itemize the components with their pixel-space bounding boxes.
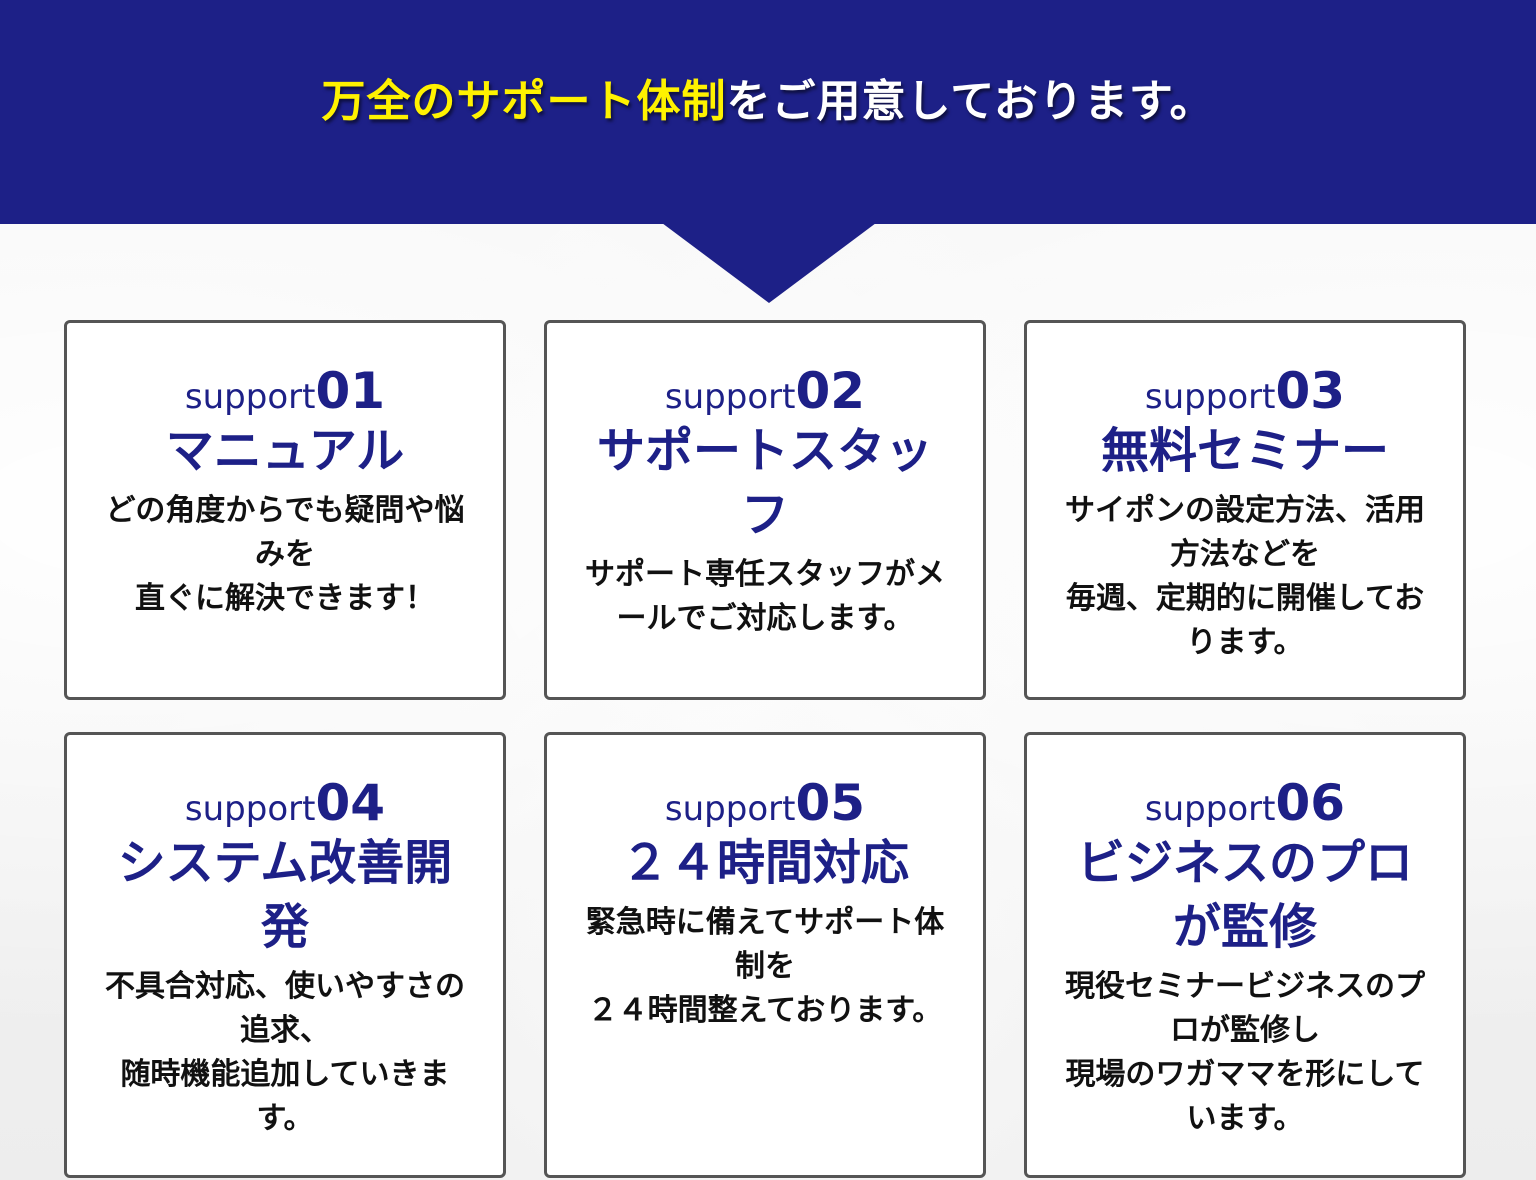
support-title: システム改善開発 bbox=[117, 835, 453, 955]
support-digits: 05 bbox=[795, 774, 866, 832]
headline-highlight: 万全のサポート体制 bbox=[321, 76, 727, 127]
support-digits: 02 bbox=[795, 362, 866, 420]
support-number: support02 bbox=[547, 363, 983, 419]
support-number: support03 bbox=[1027, 363, 1463, 419]
support-description: どの角度からでも疑問や悩みを直ぐに解決できます！ bbox=[105, 493, 465, 616]
page-headline: 万全のサポート体制をご用意しております。 bbox=[0, 72, 1536, 132]
support-title: サポートスタッフ bbox=[596, 423, 933, 543]
support-title: ビジネスのプロが監修 bbox=[1076, 835, 1413, 955]
support-card-02: support02 サポートスタッフ サポート専任スタッフがメールでご対応します… bbox=[544, 320, 986, 700]
support-digits: 06 bbox=[1275, 774, 1346, 832]
support-number: support04 bbox=[67, 775, 503, 831]
support-title: ２４時間対応 bbox=[620, 835, 909, 891]
support-digits: 01 bbox=[315, 362, 386, 420]
support-description: 不具合対応、使いやすさの追求、随時機能追加していきます。 bbox=[105, 969, 465, 1136]
support-prefix: support bbox=[184, 377, 316, 417]
support-prefix: support bbox=[664, 789, 796, 829]
support-title: マニュアル bbox=[165, 423, 405, 479]
header-down-arrow-icon bbox=[662, 223, 876, 303]
support-prefix: support bbox=[664, 377, 796, 417]
support-prefix: support bbox=[1144, 789, 1276, 829]
support-card-03: support03 無料セミナー サイポンの設定方法、活用方法などを毎週、定期的… bbox=[1024, 320, 1466, 700]
support-number: support05 bbox=[547, 775, 983, 831]
headline-rest: をご用意しております。 bbox=[726, 76, 1215, 127]
support-prefix: support bbox=[184, 789, 316, 829]
header-banner bbox=[0, 0, 1536, 224]
support-card-01: support01 マニュアル どの角度からでも疑問や悩みを直ぐに解決できます！ bbox=[64, 320, 506, 700]
support-digits: 04 bbox=[315, 774, 386, 832]
support-number: support01 bbox=[67, 363, 503, 419]
support-description: サイポンの設定方法、活用方法などを毎週、定期的に開催しております。 bbox=[1065, 493, 1425, 660]
support-title: 無料セミナー bbox=[1100, 423, 1389, 479]
support-prefix: support bbox=[1144, 377, 1276, 417]
support-description: 現役セミナービジネスのプロが監修し現場のワガママを形にしています。 bbox=[1065, 969, 1425, 1136]
support-number: support06 bbox=[1027, 775, 1463, 831]
support-card-04: support04 システム改善開発 不具合対応、使いやすさの追求、随時機能追加… bbox=[64, 732, 506, 1178]
support-description: サポート専任スタッフがメールでご対応します。 bbox=[585, 557, 945, 636]
support-card-06: support06 ビジネスのプロが監修 現役セミナービジネスのプロが監修し現場… bbox=[1024, 732, 1466, 1178]
support-digits: 03 bbox=[1275, 362, 1346, 420]
